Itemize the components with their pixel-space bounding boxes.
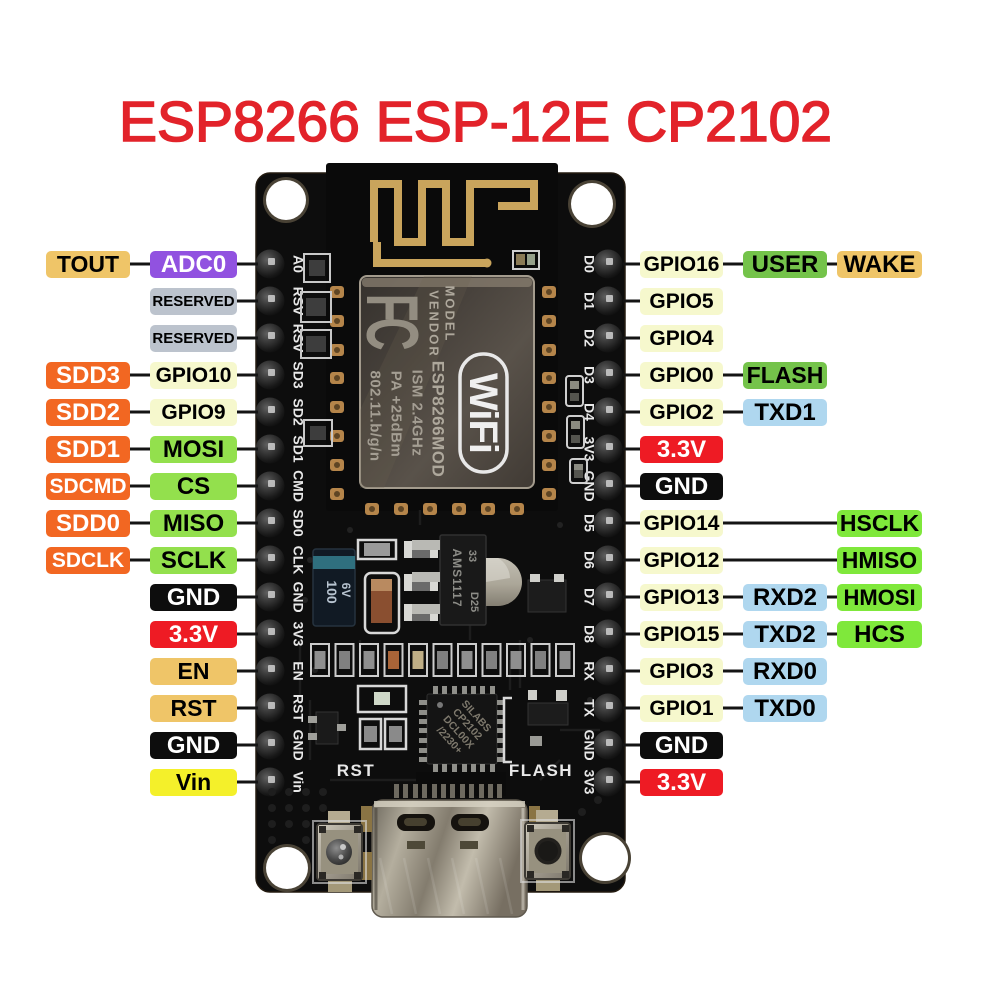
svg-text:A0: A0 <box>290 255 306 273</box>
svg-text:AMS1117: AMS1117 <box>450 548 464 607</box>
svg-text:Vin: Vin <box>290 771 306 793</box>
svg-text:FC: FC <box>351 294 432 350</box>
svg-text:ESP8266MOD: ESP8266MOD <box>429 361 448 478</box>
svg-text:TX: TX <box>581 699 597 718</box>
svg-text:D4: D4 <box>581 403 597 421</box>
svg-text:SD3: SD3 <box>290 361 306 388</box>
svg-text:RST: RST <box>337 761 376 780</box>
svg-text:33: 33 <box>466 550 478 562</box>
svg-text:D5: D5 <box>581 514 597 532</box>
svg-text:D1: D1 <box>581 292 597 310</box>
svg-text:RSV: RSV <box>290 287 306 316</box>
svg-text:MODEL: MODEL <box>443 286 458 343</box>
svg-text:D3: D3 <box>581 366 597 384</box>
svg-text:RSV: RSV <box>290 324 306 353</box>
svg-text:D7: D7 <box>581 588 597 606</box>
svg-text:SD0: SD0 <box>290 509 306 536</box>
svg-text:GND: GND <box>581 729 597 760</box>
svg-text:GND: GND <box>581 470 597 501</box>
svg-text:FLASH: FLASH <box>509 761 573 780</box>
svg-text:PA +25dBm: PA +25dBm <box>388 371 405 458</box>
svg-text:SD2: SD2 <box>290 398 306 425</box>
svg-text:ISM 2.4GHz: ISM 2.4GHz <box>409 370 426 457</box>
svg-text:GND: GND <box>290 729 306 760</box>
svg-text:D2: D2 <box>581 329 597 347</box>
svg-text:802.11.b/g/n: 802.11.b/g/n <box>367 370 384 461</box>
svg-text:GND: GND <box>290 581 306 612</box>
svg-text:WiFi: WiFi <box>461 373 505 453</box>
svg-text:D25: D25 <box>468 592 480 612</box>
svg-text:3V3: 3V3 <box>581 437 597 462</box>
svg-text:D6: D6 <box>581 551 597 569</box>
svg-text:VENDOR: VENDOR <box>427 290 442 358</box>
svg-text:SD1: SD1 <box>290 435 306 462</box>
svg-text:RST: RST <box>290 694 306 722</box>
svg-text:100: 100 <box>324 580 340 604</box>
svg-text:CMD: CMD <box>290 470 306 502</box>
svg-text:EN: EN <box>290 661 306 680</box>
svg-text:D0: D0 <box>581 255 597 273</box>
svg-text:CLK: CLK <box>290 546 306 575</box>
svg-text:6V: 6V <box>339 583 353 598</box>
svg-text:3V3: 3V3 <box>290 622 306 647</box>
svg-text:3V3: 3V3 <box>581 770 597 795</box>
svg-text:RX: RX <box>581 661 597 681</box>
svg-text:D8: D8 <box>581 625 597 643</box>
